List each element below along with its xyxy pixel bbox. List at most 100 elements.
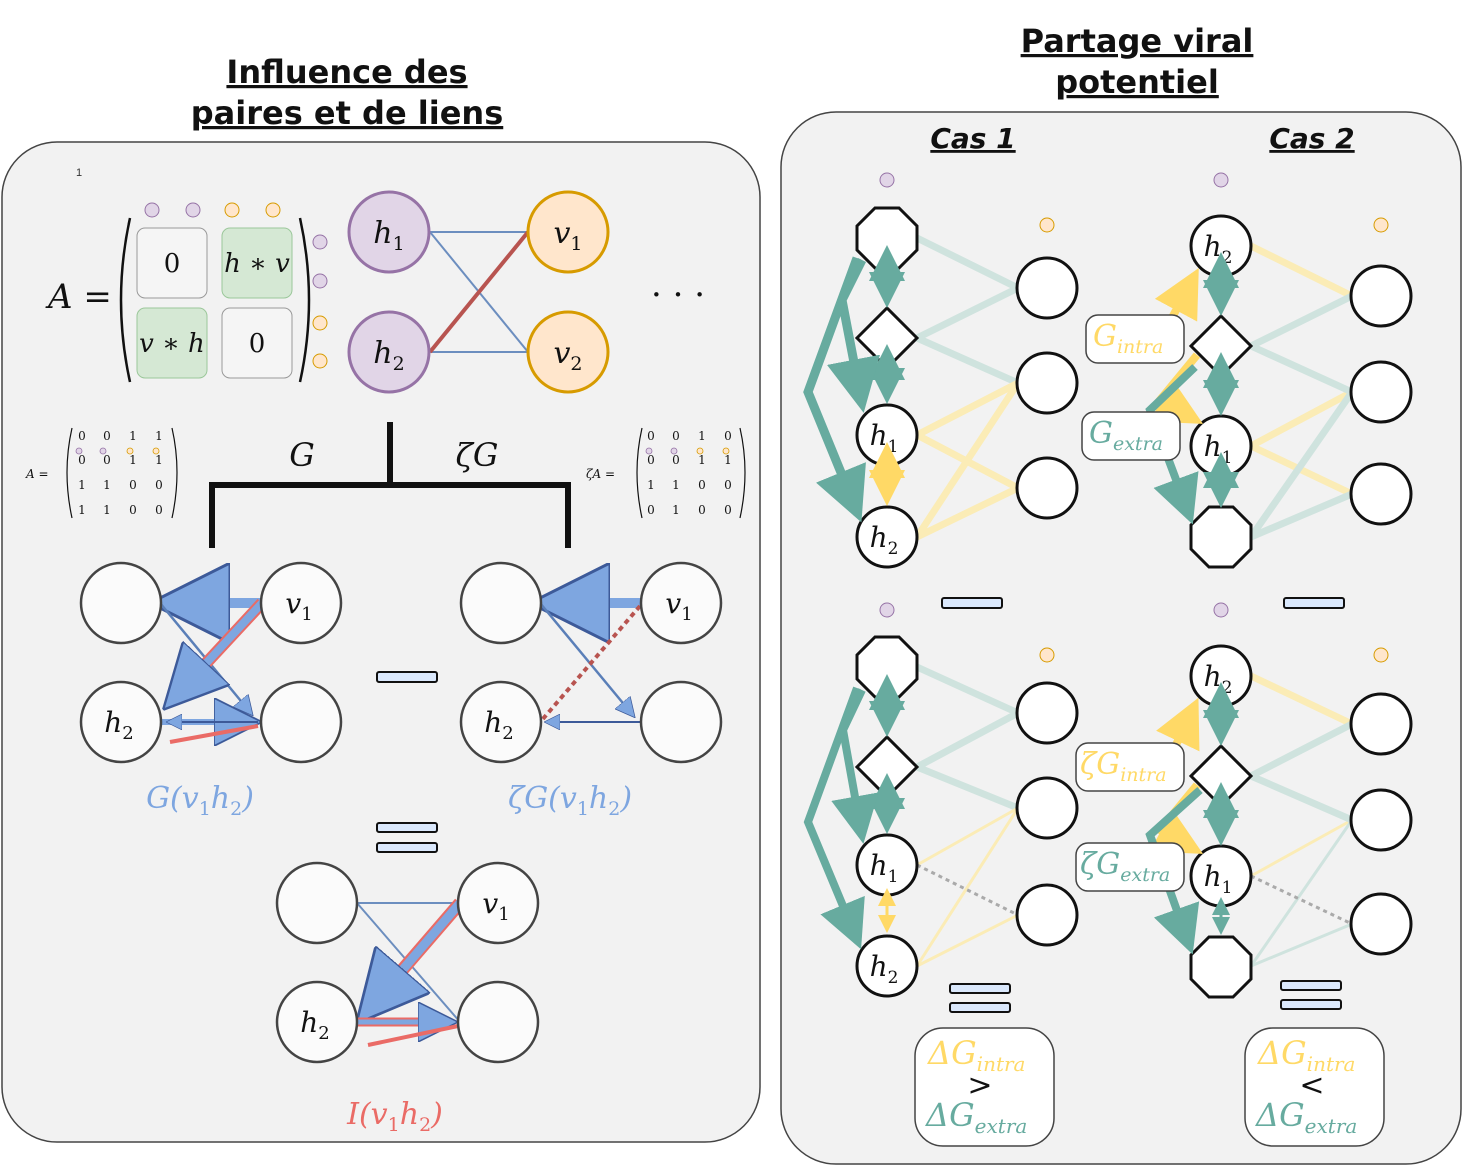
c2b-right-3 [1349, 892, 1413, 956]
I-arrow-v1-h2 [368, 900, 464, 1010]
G-node-h2 [79, 680, 163, 764]
c1b-right-3 [1015, 883, 1079, 947]
c1b-h2 [855, 934, 919, 998]
graph-zetaG: v1 h2 ζG(v1h2) [459, 561, 723, 820]
small-matrix-left-cell-1-2: 1 [129, 453, 137, 467]
c1b-right-2 [1015, 776, 1079, 840]
c2-right-2 [1349, 360, 1413, 424]
case2-minus [1283, 597, 1345, 609]
label-G-v1h2: G(v1h2) [146, 781, 254, 820]
small-matrix-right-cell-2-1: 1 [672, 478, 680, 492]
small-matrix-left-cell-3-1: 1 [103, 503, 111, 517]
c2-octagon [1189, 505, 1253, 569]
c2-right-3 [1349, 462, 1413, 526]
G-node-top-left [79, 561, 163, 645]
matrix-cell-hh [136, 227, 208, 299]
I-node-h2 [275, 980, 359, 1064]
case2-result: ΔGintra < ΔGextra [1244, 1027, 1385, 1147]
small-matrix-left-cell-1-0: 0 [78, 453, 86, 467]
small-matrix-left-cell-3-0: 1 [78, 503, 86, 517]
equals-sign [376, 822, 438, 853]
label-box-zG-intra [1075, 742, 1185, 792]
case1-result-bottom: ΔGextra [924, 1096, 1027, 1138]
small-matrix-right-cell-0-0: 0 [647, 429, 655, 443]
small-matrix-right-cell-0-2: 1 [698, 429, 706, 443]
matrix-label: A = [45, 277, 112, 317]
case2-heading: Cas 2 [1269, 122, 1354, 155]
small-matrix-left-cell-0-0: 0 [78, 429, 86, 443]
c1-h2 [855, 505, 919, 569]
zG-node-bottom-right [639, 680, 723, 764]
matrix-cell-text-4: 0 [249, 329, 266, 359]
node-v1 [526, 190, 610, 274]
matrix-cell-vh [136, 307, 208, 379]
matrix-row-dots [312, 234, 328, 369]
node-v2 [526, 310, 610, 394]
c1b-right-1 [1015, 681, 1079, 745]
zG-node-h2 [459, 680, 543, 764]
arrow-v1-h2 [174, 600, 265, 698]
right-panel: Partage viral potentiel Cas 1 Cas 2 [780, 22, 1462, 1165]
c1-right-1 [1015, 256, 1079, 320]
small-matrix-left-cell-2-2: 0 [129, 478, 137, 492]
I-node-top-left [275, 861, 359, 945]
small-matrix-right-cell-3-3: 0 [724, 503, 732, 517]
small-matrix-left-cell-3-3: 0 [155, 503, 163, 517]
case1-heading: Cas 1 [930, 122, 1015, 155]
edge-h2-v1-highlight [428, 230, 530, 354]
case1-minus [941, 597, 1003, 609]
small-matrix-right-label: ζA = [586, 467, 615, 481]
page-mark: 1 [76, 167, 82, 179]
small-matrix-right-cell-0-1: 0 [672, 429, 680, 443]
node-h2 [347, 310, 431, 394]
c1-octagon [855, 206, 919, 270]
branch-label-zetaG: ζG [456, 436, 499, 474]
c2b-right-2 [1349, 788, 1413, 852]
c1-right-3 [1015, 456, 1079, 520]
matrix-cell-text-2: h ∗ v [224, 249, 290, 279]
right-title-line1: Partage viral [1021, 22, 1254, 60]
small-matrix-right-cell-1-2: 1 [698, 453, 706, 467]
branch-label-G: G [289, 436, 315, 474]
matrix-cell-text-1: 0 [164, 249, 181, 279]
small-matrix-left-cell-2-0: 1 [78, 478, 86, 492]
left-title-line2: paires et de liens [191, 94, 504, 132]
c1-right-2 [1015, 351, 1079, 415]
I-arrow-return [367, 1024, 459, 1047]
zG-removed-edge [540, 604, 642, 722]
graph-G: v1 h2 G(v1h2) [79, 561, 343, 820]
I-node-v1 [456, 861, 540, 945]
case1-equals [949, 983, 1011, 1013]
small-matrix-right-cell-3-1: 1 [672, 503, 680, 517]
label-zetaG-v1h2: ζG(v1h2) [508, 781, 632, 820]
case1-result-op: > [967, 1068, 992, 1103]
zG-node-v1 [639, 561, 723, 645]
c2b-octagon [1189, 935, 1253, 999]
matrix-cell-text-3: v ∗ h [139, 329, 205, 359]
small-matrix-left-cell-2-3: 0 [155, 478, 163, 492]
small-matrix-right-cell-2-2: 0 [698, 478, 706, 492]
left-title-line1: Influence des [226, 53, 467, 91]
right-panel-bg [780, 111, 1462, 1165]
label-box-zG-extra [1075, 842, 1185, 892]
small-matrix-right-cell-2-3: 0 [724, 478, 732, 492]
small-matrix-left-label: A = [25, 467, 49, 481]
small-matrix-left-cell-3-2: 0 [129, 503, 137, 517]
matrix-cell-hv [221, 227, 293, 299]
matrix-bracket-left [119, 217, 132, 383]
small-matrix-left-cell-0-1: 0 [103, 429, 111, 443]
small-matrix-right-cell-1-1: 0 [672, 453, 680, 467]
case2-result-op: < [1299, 1068, 1324, 1103]
left-panel: Influence des paires et de liens 1 A = 0… [1, 53, 761, 1143]
case2-equals [1280, 980, 1342, 1010]
zG-node-top-left [459, 561, 543, 645]
small-matrix-right-cell-2-0: 1 [647, 478, 655, 492]
ellipsis: · · · [651, 275, 705, 315]
small-matrix-left-cell-0-3: 1 [155, 429, 163, 443]
case1-result: ΔGintra > ΔGextra [914, 1027, 1055, 1147]
label-box-G-extra [1081, 411, 1181, 461]
small-matrix-left-cell-1-3: 1 [155, 453, 163, 467]
zG-arrow-top-right [539, 602, 632, 714]
